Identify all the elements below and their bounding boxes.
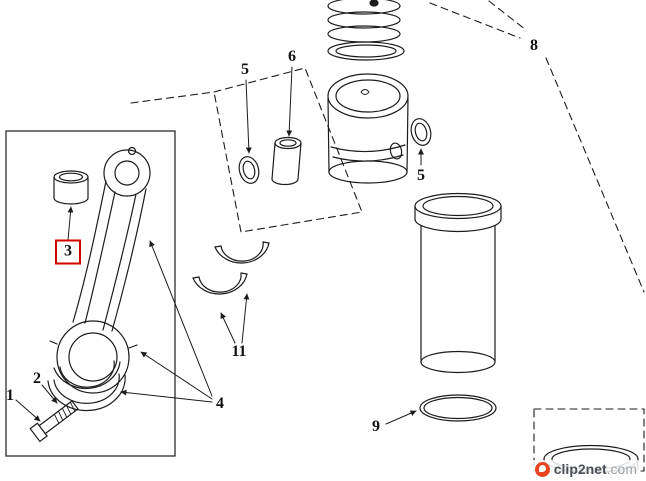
watermark-suffix: .com: [606, 461, 637, 477]
big-end-bore: [56, 320, 130, 394]
bolt-threads: [53, 401, 76, 424]
watermark-brand: clip2net: [553, 461, 607, 477]
big-end-cap-shells: [47, 360, 126, 412]
leader-5a: [245, 79, 252, 154]
dashed-corner-box: [533, 408, 645, 472]
leader-2: [41, 384, 58, 404]
leader-1: [15, 399, 41, 422]
callout-2: 2: [33, 370, 41, 387]
cylinder-liner: [414, 192, 502, 374]
dashed-connector-box-to-pin-group: [130, 91, 215, 104]
leader-9: [385, 410, 417, 425]
callout-5-right: 5: [417, 167, 425, 184]
dashed-group-lines: [130, 0, 645, 472]
clip2net-logo-icon: [534, 461, 550, 477]
snap-ring-right: [410, 118, 432, 146]
leader-3: [67, 206, 74, 241]
dashed-kit-line-a: [429, 2, 521, 39]
leader-11b: [241, 293, 250, 344]
bearing-shells: [192, 241, 270, 295]
piston-rings: [327, 0, 405, 61]
rod-group-box: [5, 130, 176, 457]
callout-8: 8: [530, 37, 538, 54]
callout-5-left: 5: [241, 61, 249, 78]
leader-4c: [120, 389, 213, 403]
leader-lines: [15, 66, 424, 425]
callout-9: 9: [372, 418, 380, 435]
leader-11a: [220, 312, 236, 344]
rod-bolt: [29, 400, 79, 443]
bushing: [53, 170, 89, 205]
dashed-kit-line-b: [488, 0, 527, 31]
o-ring: [419, 394, 497, 422]
piston: [327, 73, 409, 184]
leader-4b: [140, 351, 213, 400]
dashed-kit-line-c: [545, 57, 645, 293]
bolt-head: [29, 422, 48, 443]
piston-crown-logo-mark: [360, 89, 370, 95]
ring-gap-mark: [369, 0, 379, 7]
leader-4a: [149, 240, 213, 397]
small-end-oil-hole: [127, 146, 137, 156]
watermark: clip2net.com: [531, 460, 640, 478]
leader-6: [286, 66, 293, 137]
dashed-pin-group-outline: [213, 67, 363, 233]
connecting-rod: [49, 146, 151, 394]
piston-pin-bore: [389, 142, 403, 160]
callout-6: 6: [288, 48, 296, 65]
piston-pin: [271, 136, 302, 186]
callout-1: 1: [6, 387, 14, 404]
callout-11: 11: [231, 343, 247, 360]
callout-3-highlighted: 3: [55, 239, 81, 265]
snap-ring-left: [238, 156, 260, 184]
callout-4: 4: [216, 395, 224, 412]
